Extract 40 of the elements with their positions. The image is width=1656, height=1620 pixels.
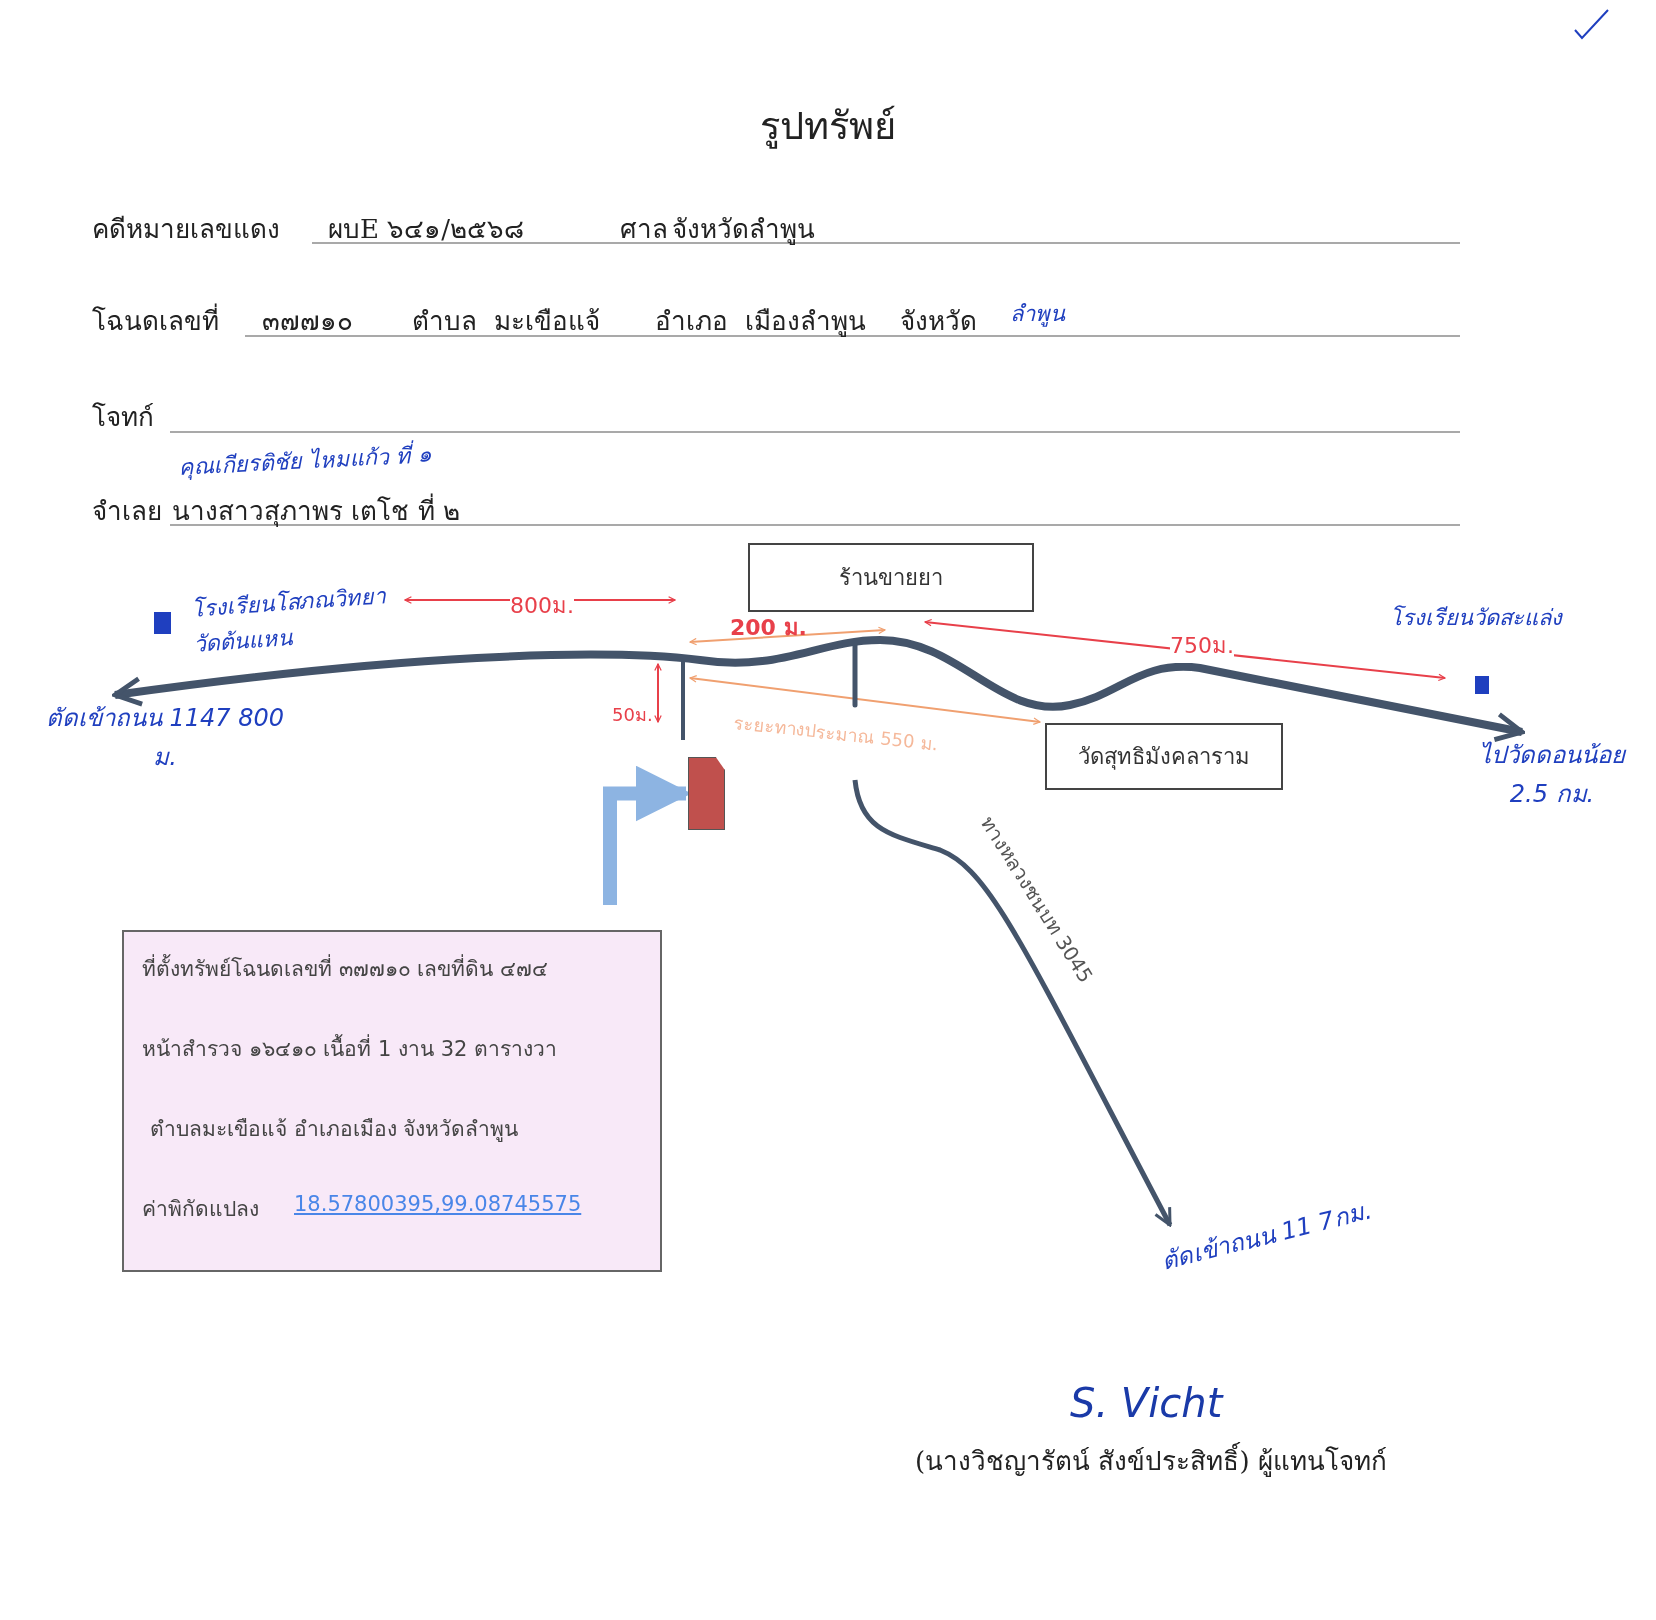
place-name: วัดสุทธิมังคลาราม	[1078, 743, 1250, 772]
destination-text: ไปวัดดอนน้อย 2.5 กม.	[1479, 741, 1625, 808]
info-text: ค่าพิกัดแปลง	[142, 1196, 259, 1223]
field-label: คดีหมายเลขแดง	[92, 213, 280, 246]
handwritten-value: ลำพูน	[1010, 300, 1065, 329]
field-label: อำเภอ	[655, 305, 728, 338]
info-text: หน้าสำรวจ ๑๖๔๑๐ เนื้อที่ 1 งาน 32 ตารางวา	[142, 1032, 558, 1065]
signature: S. Vicht	[1070, 1380, 1223, 1426]
distance-label: ระยะทางประมาณ 550 ม.	[731, 711, 940, 757]
place-name: ร้านขายยา	[839, 564, 943, 592]
field-value: จังหวัดลำพูน	[672, 213, 815, 247]
shop-box	[748, 543, 1034, 612]
field-value: เมืองลำพูน	[745, 305, 866, 339]
field-label: ตำบล	[412, 305, 477, 338]
destination-text: ตัดเข้าถนน 11 7กม.	[1158, 1196, 1375, 1276]
field-label: โจทก์	[92, 401, 154, 434]
distance-label: 200 ม.	[730, 614, 807, 642]
info-box	[122, 930, 662, 1272]
destination-text: ตัดเข้าถนน 1147 800 ม.	[45, 704, 285, 771]
field-label: โฉนดเลขที่	[92, 300, 219, 341]
field-value: ๓๗๗๑๐	[262, 305, 353, 338]
distance-label: 50ม.	[612, 703, 653, 727]
field-value: นางสาวสุภาพร เตโช ที่ ๒	[172, 490, 460, 531]
place-label: โรงเรียนโสภณวิทยาวัดต้นแหน	[190, 582, 388, 659]
info-text: ที่ตั้งทรัพย์โฉนดเลขที่ ๓๗๗๑๐ เลขที่ดิน ๔๗๔	[142, 952, 549, 985]
road-line	[852, 779, 1173, 1227]
temple-box	[1045, 723, 1283, 790]
field-label: ศาล	[620, 213, 668, 246]
field-label: จังหวัด	[900, 305, 977, 338]
info-text: ตำบลมะเขือแจ้ อำเภอเมือง จังหวัดลำพูน	[150, 1116, 519, 1144]
field-label: จำเลย	[92, 495, 162, 528]
signatory-name: (นางวิชญารัตน์ สังข์ประสิทธิ์) ผู้แทนโจทก์	[915, 1440, 1387, 1481]
field-value: มะเขือแจ้	[494, 305, 600, 338]
field-value: ผบE ๖๔๑/๒๕๖๘	[328, 213, 524, 246]
road-line	[112, 636, 1525, 742]
coordinates-link: 18.57800395,99.08745575	[294, 1192, 582, 1216]
property-building	[688, 757, 725, 830]
place-label: โรงเรียนวัดสะแล่ง	[1390, 604, 1562, 632]
title: รูปทรัพย์	[759, 103, 897, 151]
handwritten-note: คุณเกียรติชัย ไหมแก้ว ที่ ๑	[178, 439, 433, 482]
